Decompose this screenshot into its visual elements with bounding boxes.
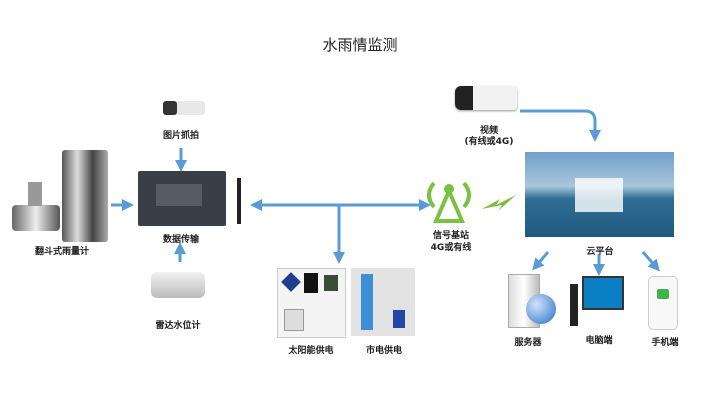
rain-gauge-icon <box>10 150 110 242</box>
arrow-cloud-to-server <box>532 251 550 271</box>
video-camera-icon <box>455 86 517 110</box>
rain-gauge-label: 翻斗式雨量计 <box>34 247 90 257</box>
cloud-label: 云平台 <box>586 247 614 257</box>
mains-power-label: 市电供电 <box>365 346 403 356</box>
mains-power-image <box>351 268 415 336</box>
globe-icon <box>526 294 556 324</box>
server-label: 服务器 <box>514 338 542 348</box>
camera-icon <box>163 101 205 115</box>
solar-power-label: 太阳能供电 <box>288 346 334 356</box>
antenna-icon <box>237 178 241 224</box>
pc-label: 电脑端 <box>585 336 613 346</box>
dtu-label: 数据传输 <box>162 235 200 245</box>
diagram-title: 水雨情监测 <box>322 36 398 54</box>
radar-label: 雷达水位计 <box>155 321 201 331</box>
radar-level-icon <box>151 272 205 298</box>
mobile-label: 手机端 <box>651 338 679 348</box>
arrow-cloud-to-mobile <box>641 251 660 272</box>
signal-tower-icon <box>427 181 516 223</box>
base-station-label: 信号基站 <box>432 231 470 241</box>
base-station-sublabel: 4G或有线 <box>430 243 472 253</box>
solar-power-image <box>277 268 346 338</box>
cloud-platform-screen <box>525 152 674 237</box>
mobile-phone-icon <box>648 276 678 330</box>
arrow-video-to-cloud <box>520 109 601 142</box>
desktop-pc-icon <box>582 276 624 310</box>
camera-snapshot-label: 图片抓拍 <box>162 131 200 141</box>
video-label: 视频 <box>479 126 499 136</box>
dtu-device-icon <box>138 171 226 226</box>
pc-tower-icon <box>570 284 578 326</box>
video-sublabel: (有线或4G) <box>464 137 514 147</box>
